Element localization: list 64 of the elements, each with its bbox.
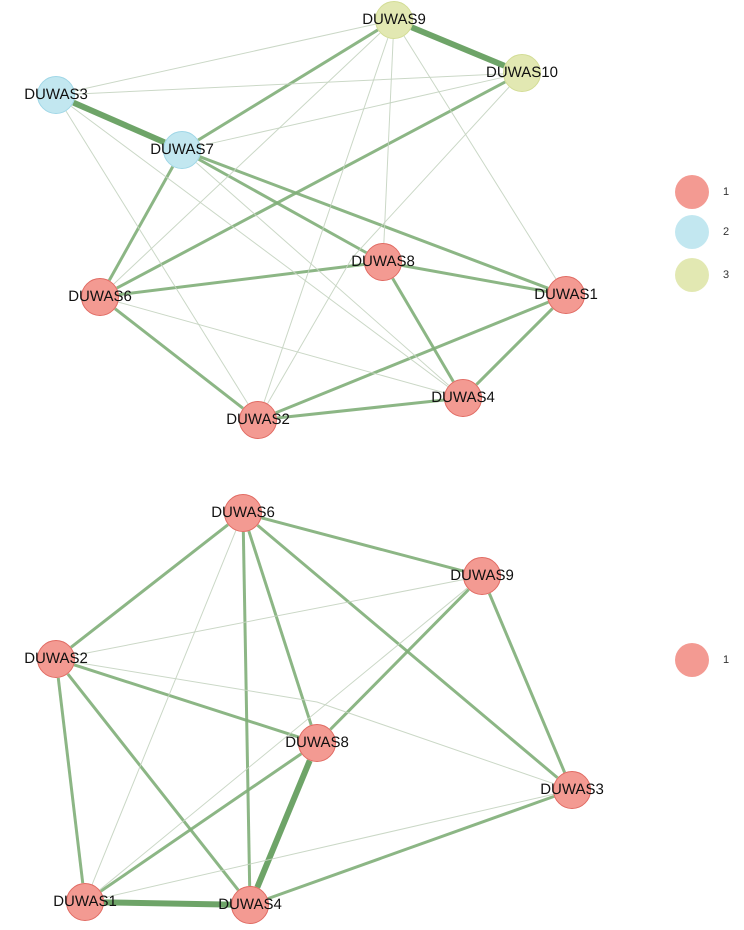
network-edge <box>401 264 548 294</box>
network-edge <box>475 307 554 386</box>
node-label: DUWAS6 <box>68 288 132 306</box>
network-edge <box>74 579 464 656</box>
node-label: DUWAS7 <box>150 141 214 159</box>
network-edge <box>116 80 506 290</box>
network-edge <box>383 38 394 244</box>
network-edge <box>56 678 84 884</box>
node-label: DUWAS1 <box>534 286 598 304</box>
node-label: DUWAS2 <box>226 411 290 429</box>
node-label: DUWAS8 <box>285 734 349 752</box>
legend-label: 3 <box>723 269 730 281</box>
network-edge <box>92 530 236 885</box>
network-edge <box>100 752 302 892</box>
network-edge <box>247 530 313 726</box>
network-edge <box>72 100 166 146</box>
network-edge <box>114 307 244 410</box>
network-edge <box>267 86 510 404</box>
network-edge <box>275 300 549 414</box>
network-edge <box>391 278 455 382</box>
node-label: DUWAS2 <box>24 650 88 668</box>
network-edge <box>66 110 248 404</box>
network-edge <box>404 36 556 280</box>
network-edge <box>118 302 446 394</box>
network-edge <box>260 516 464 573</box>
legend-label: 1 <box>723 654 730 666</box>
network-edge <box>70 106 448 388</box>
network-edge <box>74 663 300 739</box>
network-edge <box>113 32 381 284</box>
network-edge <box>197 28 379 142</box>
node-label: DUWAS9 <box>450 567 514 585</box>
network-edge <box>74 662 555 784</box>
node-label: DUWAS3 <box>24 86 88 104</box>
network-edge <box>103 794 554 898</box>
network-edge <box>108 166 174 282</box>
network-edge <box>66 673 240 891</box>
network-edge <box>256 524 558 779</box>
network-edge <box>410 24 506 68</box>
node-label: DUWAS9 <box>362 11 426 29</box>
network-edge <box>200 76 504 146</box>
node-label: DUWAS1 <box>53 893 117 911</box>
network-edge <box>199 155 549 290</box>
network-edge <box>104 899 232 908</box>
network-edge <box>488 592 566 774</box>
node-label: DUWAS6 <box>211 504 275 522</box>
network-edge <box>70 524 229 648</box>
network-edge <box>99 588 468 890</box>
node-label: DUWAS4 <box>218 896 282 914</box>
network-edge <box>118 262 364 296</box>
network-edge <box>198 158 368 254</box>
node-label: DUWAS8 <box>351 253 415 271</box>
legend-label: 1 <box>723 186 730 198</box>
network-edge <box>329 588 470 731</box>
node-label: DUWAS4 <box>431 389 495 407</box>
legend-label: 2 <box>723 226 730 238</box>
network-edge <box>267 794 555 900</box>
network-edge <box>276 398 444 420</box>
network-edge <box>74 24 376 92</box>
network-edge <box>264 38 388 402</box>
node-label: DUWAS10 <box>486 64 558 82</box>
network-edge <box>242 532 252 886</box>
network-edge <box>196 162 450 386</box>
node-label: DUWAS3 <box>540 781 604 799</box>
network-edge <box>254 759 313 889</box>
